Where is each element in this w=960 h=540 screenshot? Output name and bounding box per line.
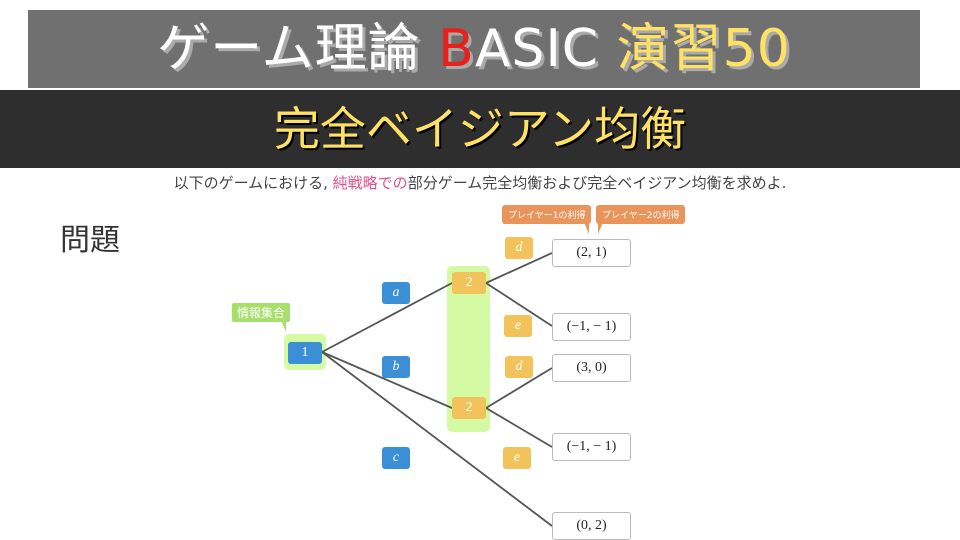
info-set-label: 情報集合 bbox=[232, 303, 291, 332]
title-basic: ASIC bbox=[474, 19, 617, 79]
payoff-c: (0, 2) bbox=[552, 512, 631, 540]
action-d-bottom: d bbox=[505, 356, 533, 378]
payoff-label-player2: プレイヤー2の利得 bbox=[596, 205, 686, 234]
question-highlight: 純戦略での bbox=[332, 174, 408, 192]
subtitle-banner: 完全ベイジアン均衡 bbox=[0, 90, 960, 168]
edge-b bbox=[321, 351, 453, 409]
action-b: b bbox=[382, 356, 410, 378]
node-player2-top: 2 bbox=[452, 272, 486, 294]
action-d-top: d bbox=[505, 237, 533, 259]
title-exercise: 演習50 bbox=[616, 19, 791, 79]
title-text: ゲーム理論 bbox=[157, 19, 439, 79]
title-b: B bbox=[438, 19, 475, 79]
action-a: a bbox=[382, 282, 410, 304]
payoff-be: (−1, − 1) bbox=[552, 433, 631, 461]
payoff-bd: (3, 0) bbox=[552, 354, 631, 382]
payoff-label-player1: プレイヤー1の利得 bbox=[502, 205, 592, 234]
edge-d2 bbox=[485, 367, 553, 409]
payoff-ad: (2, 1) bbox=[552, 239, 631, 267]
payoff-ae: (−1, − 1) bbox=[552, 313, 631, 341]
node-player1: 1 bbox=[288, 342, 322, 364]
action-e-top: e bbox=[504, 315, 532, 337]
action-c: c bbox=[382, 447, 410, 469]
edge-d1 bbox=[485, 252, 553, 284]
question-pre: 以下のゲームにおける, bbox=[173, 174, 333, 192]
edge-e2 bbox=[485, 407, 553, 448]
edge-e1 bbox=[485, 282, 553, 327]
title-banner: ゲーム理論 BASIC 演習50 bbox=[28, 10, 920, 88]
action-e-bottom: e bbox=[503, 447, 531, 469]
edge-a bbox=[321, 282, 453, 353]
problem-heading: 問題 bbox=[60, 223, 120, 258]
question-text: 以下のゲームにおける, 純戦略での部分ゲーム完全均衡および完全ベイジアン均衡を求… bbox=[0, 172, 960, 193]
question-post: 部分ゲーム完全均衡および完全ベイジアン均衡を求めよ. bbox=[407, 174, 787, 192]
node-player2-bottom: 2 bbox=[452, 397, 486, 419]
edge-c bbox=[321, 351, 553, 527]
